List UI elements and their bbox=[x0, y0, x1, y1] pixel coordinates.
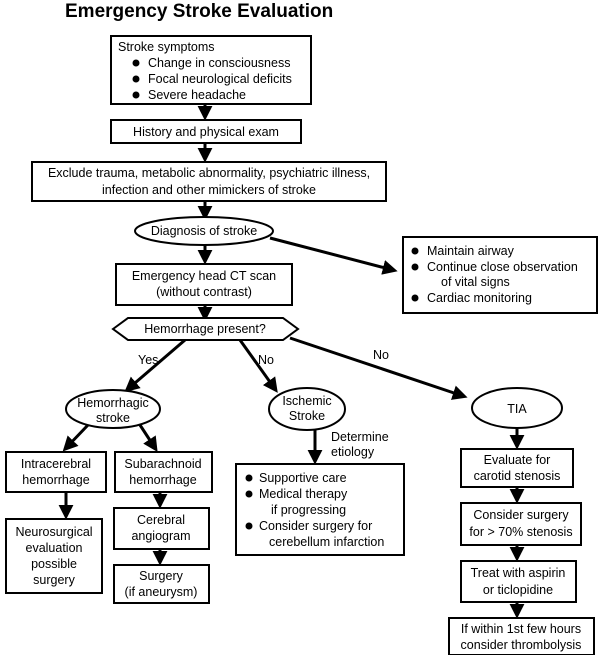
arrow-hemorrhagic-to-intracerebral bbox=[62, 423, 90, 452]
supportive-item: Maintain airway bbox=[427, 244, 515, 258]
bullet-icon bbox=[411, 294, 419, 302]
symptom-item: Focal neurological deficits bbox=[148, 72, 292, 86]
bullet-icon bbox=[132, 91, 140, 99]
exclude-node: Exclude trauma, metabolic abnormality, p… bbox=[31, 161, 387, 202]
supportive-item: Continue close observation bbox=[427, 260, 578, 274]
bullet-icon bbox=[411, 247, 419, 255]
ct-scan-node: Emergency head CT scan (without contrast… bbox=[115, 263, 293, 306]
symptom-item: Change in consciousness bbox=[148, 56, 290, 70]
bullet-icon bbox=[245, 474, 253, 482]
hemorrhagic-stroke-node: Hemorrhagic stroke bbox=[65, 389, 161, 429]
consider-surgery-line2: for > 70% stenosis bbox=[469, 525, 572, 539]
bullet-icon bbox=[132, 75, 140, 83]
neurosurgical-node: Neurosurgical evaluation possible surger… bbox=[5, 518, 103, 594]
ischemic-stroke-node: Ischemic Stroke bbox=[268, 387, 346, 431]
edge-label-no-ischemic: No bbox=[258, 353, 274, 367]
subarachnoid-line1: Subarachnoid bbox=[124, 457, 201, 471]
exclude-line1: Exclude trauma, metabolic abnormality, p… bbox=[48, 166, 370, 180]
consider-surgery-node: Consider surgery for > 70% stenosis bbox=[460, 502, 582, 546]
subarachnoid-line2: hemorrhage bbox=[129, 473, 196, 487]
symptom-item: Severe headache bbox=[148, 88, 246, 102]
arrow-hemorrhagic-to-subarachnoid bbox=[138, 424, 158, 453]
intracerebral-line1: Intracerebral bbox=[21, 457, 91, 471]
angiogram-line1: Cerebral bbox=[137, 513, 185, 527]
surgery-aneurysm-line1: Surgery bbox=[139, 569, 184, 583]
subarachnoid-node: Subarachnoid hemorrhage bbox=[114, 451, 213, 493]
intracerebral-line2: hemorrhage bbox=[22, 473, 89, 487]
neurosurgical-line3: possible bbox=[31, 557, 77, 571]
thrombolysis-node: If within 1st few hours consider thrombo… bbox=[448, 617, 595, 655]
ischemic-line2: Stroke bbox=[289, 409, 325, 423]
care-item-2: Medical therapy bbox=[259, 487, 348, 501]
edge-label-no-tia: No bbox=[373, 348, 389, 362]
tia-label: TIA bbox=[507, 402, 527, 416]
hemorrhagic-line2: stroke bbox=[96, 411, 130, 425]
supportive-measures-node: Maintain airway Continue close observati… bbox=[402, 236, 598, 314]
bullet-icon bbox=[132, 59, 140, 67]
arrow-hemorrhage-to-hemorrhagic bbox=[124, 338, 186, 393]
determine-etiology-line1: Determine bbox=[331, 430, 389, 444]
ischemic-care-node: Supportive care Medical therapy if progr… bbox=[235, 463, 405, 556]
determine-etiology-line2: etiology bbox=[331, 445, 375, 459]
care-item-3: Consider surgery for bbox=[259, 519, 372, 533]
arrow-diagnosis-to-supportive bbox=[269, 236, 398, 275]
diagnosis-node: Diagnosis of stroke bbox=[134, 216, 274, 246]
carotid-line2: carotid stenosis bbox=[474, 469, 561, 483]
bullet-icon bbox=[411, 263, 419, 271]
neurosurgical-line1: Neurosurgical bbox=[15, 525, 92, 539]
care-item-2-continuation: if progressing bbox=[271, 503, 346, 517]
carotid-line1: Evaluate for bbox=[484, 453, 551, 467]
consider-surgery-line1: Consider surgery bbox=[473, 508, 569, 522]
arrow-hemorrhage-to-tia bbox=[289, 336, 468, 400]
aspirin-node: Treat with aspirin or ticlopidine bbox=[460, 560, 577, 603]
bullet-icon bbox=[245, 490, 253, 498]
thrombolysis-line1: If within 1st few hours bbox=[461, 622, 581, 636]
arrow-hemorrhage-to-ischemic bbox=[238, 339, 278, 393]
hemorrhage-label: Hemorrhage present? bbox=[144, 322, 266, 336]
history-label: History and physical exam bbox=[133, 125, 279, 139]
neurosurgical-line2: evaluation bbox=[26, 541, 83, 555]
supportive-item: Cardiac monitoring bbox=[427, 291, 532, 305]
carotid-node: Evaluate for carotid stenosis bbox=[460, 448, 574, 488]
hemorrhage-decision-node: Hemorrhage present? bbox=[111, 317, 300, 341]
surgery-aneurysm-node: Surgery (if aneurysm) bbox=[113, 564, 210, 604]
symptoms-heading: Stroke symptoms bbox=[118, 40, 215, 54]
ischemic-line1: Ischemic bbox=[282, 394, 331, 408]
angiogram-node: Cerebral angiogram bbox=[113, 507, 210, 550]
supportive-item-continuation: of vital signs bbox=[441, 275, 510, 289]
exclude-line2: infection and other mimickers of stroke bbox=[102, 183, 316, 197]
aspirin-line2: or ticlopidine bbox=[483, 583, 553, 597]
history-node: History and physical exam bbox=[110, 119, 302, 144]
care-item-3-continuation: cerebellum infarction bbox=[269, 535, 384, 549]
diagnosis-label: Diagnosis of stroke bbox=[151, 224, 257, 238]
aspirin-line1: Treat with aspirin bbox=[471, 566, 566, 580]
tia-node: TIA bbox=[471, 387, 563, 429]
neurosurgical-line4: surgery bbox=[33, 573, 75, 587]
intracerebral-node: Intracerebral hemorrhage bbox=[5, 451, 107, 493]
thrombolysis-line2: consider thrombolysis bbox=[461, 638, 582, 652]
bullet-icon bbox=[245, 522, 253, 530]
angiogram-line2: angiogram bbox=[131, 529, 190, 543]
edge-label-yes: Yes bbox=[138, 353, 158, 367]
care-item-1: Supportive care bbox=[259, 471, 347, 485]
ct-line2: (without contrast) bbox=[156, 285, 252, 299]
surgery-aneurysm-line2: (if aneurysm) bbox=[125, 585, 198, 599]
chart-title: Emergency Stroke Evaluation bbox=[65, 1, 333, 22]
stroke-symptoms-node: Stroke symptoms Change in consciousness … bbox=[110, 35, 312, 105]
hemorrhagic-line1: Hemorrhagic bbox=[77, 396, 149, 410]
ct-line1: Emergency head CT scan bbox=[132, 269, 276, 283]
